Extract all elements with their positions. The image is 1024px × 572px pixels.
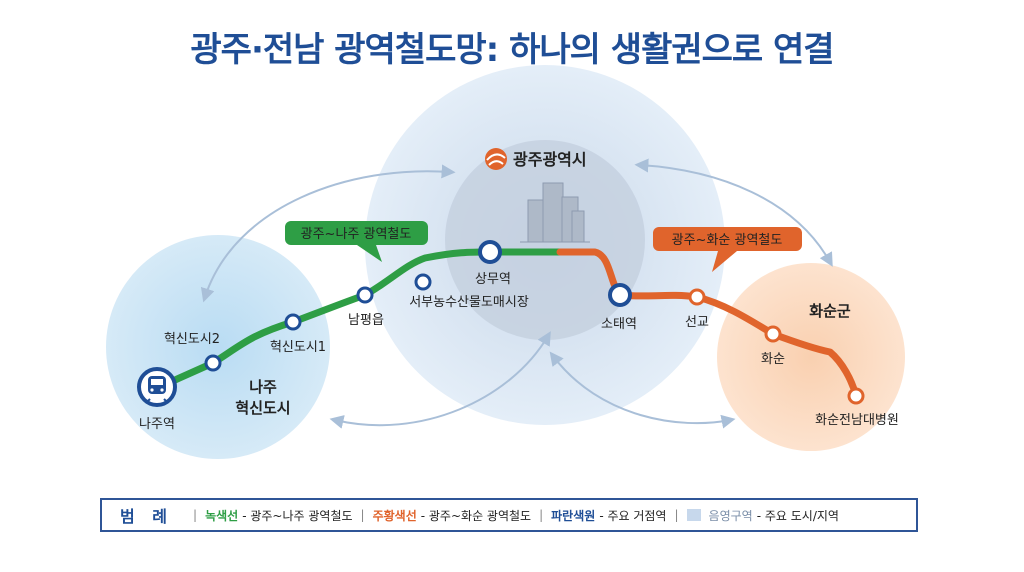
legend: 범 례 | 녹색선 - 광주~나주 광역철도 | 주황색선 - 광주~화순 광역… (100, 498, 918, 532)
station-label: 선교 (685, 315, 709, 330)
station-label: 혁신도시1 (270, 340, 326, 355)
station-sotae[interactable]: 소태역 (601, 283, 637, 332)
station-label: 나주역 (139, 417, 175, 432)
legend-divider: | (539, 508, 544, 522)
orange-callout-label: 광주~화순 광역철도 (672, 233, 783, 248)
legend-title: 범 례 (120, 507, 174, 526)
page-title: 광주·전남 광역철도망: 하나의 생활권으로 연결 (190, 30, 834, 70)
arrow-gwangju-hwasun (634, 158, 833, 267)
station-sangmu[interactable]: 상무역 (475, 240, 511, 287)
station-naju[interactable]: 나주역 (137, 367, 177, 432)
station-label: 서부농수산물도매시장 (409, 295, 529, 310)
station-hwasun[interactable]: 화순 (761, 325, 785, 367)
green-route-callout: 광주~나주 광역철도 (285, 221, 428, 262)
legend-swatch-blue: 파란색원 (551, 508, 596, 523)
arrow-naju-gwangju-lower (329, 331, 551, 429)
naju-label-line2: 혁신도시 (235, 399, 290, 417)
city-buildings-icon (520, 182, 590, 243)
legend-shade-box (686, 509, 701, 521)
legend-desc-orange: - 광주~화순 광역철도 (420, 508, 532, 523)
orange-route-callout: 광주~화순 광역철도 (653, 227, 802, 272)
station-label: 화순전남대병원 (815, 413, 899, 428)
legend-swatch-green: 녹색선 (205, 508, 239, 523)
legend-item-blue: 파란색원 - 주요 거점역 (551, 507, 666, 524)
station-hwasun-hospital[interactable]: 화순전남대병원 (815, 387, 899, 428)
legend-desc-blue: - 주요 거점역 (599, 508, 667, 523)
legend-swatch-shade: 음영구역 (708, 508, 753, 523)
legend-item-orange: 주황색선 - 광주~화순 광역철도 (373, 507, 532, 524)
arrow-gwangju-hwasun-lower (549, 351, 736, 429)
arrow-naju-gwangju (200, 164, 456, 303)
legend-divider: | (193, 508, 198, 522)
legend-divider: | (674, 508, 679, 522)
station-label: 남평읍 (348, 313, 384, 328)
gwangju-region-title: 광주광역시 (485, 148, 587, 170)
station-seobu-market[interactable]: 서부농수산물도매시장 (409, 273, 529, 310)
station-label: 화순 (761, 352, 785, 367)
naju-label-line1: 나주 (249, 378, 277, 396)
legend-swatch-orange: 주황색선 (372, 508, 417, 523)
gwangju-label: 광주광역시 (513, 150, 587, 169)
station-label: 소태역 (601, 317, 637, 332)
hwasun-region-label: 화순군 (809, 302, 851, 320)
station-seongyo[interactable]: 선교 (685, 288, 709, 330)
train-icon (146, 376, 168, 403)
station-hyeoksin1[interactable]: 혁신도시1 (270, 313, 326, 355)
legend-item-shade: 음영구역 - 주요 도시/지역 (686, 507, 839, 524)
legend-item-green: 녹색선 - 광주~나주 광역철도 (205, 507, 352, 524)
station-label: 상무역 (475, 272, 511, 287)
station-hyeoksin2[interactable]: 혁신도시2 (164, 332, 222, 372)
green-callout-label: 광주~나주 광역철도 (301, 227, 412, 242)
legend-desc-green: - 광주~나주 광역철도 (242, 508, 353, 523)
legend-desc-shade: - 주요 도시/지역 (756, 508, 839, 523)
legend-divider: | (360, 508, 365, 522)
station-nampyeong[interactable]: 남평읍 (348, 286, 384, 328)
station-label: 혁신도시2 (164, 332, 220, 347)
